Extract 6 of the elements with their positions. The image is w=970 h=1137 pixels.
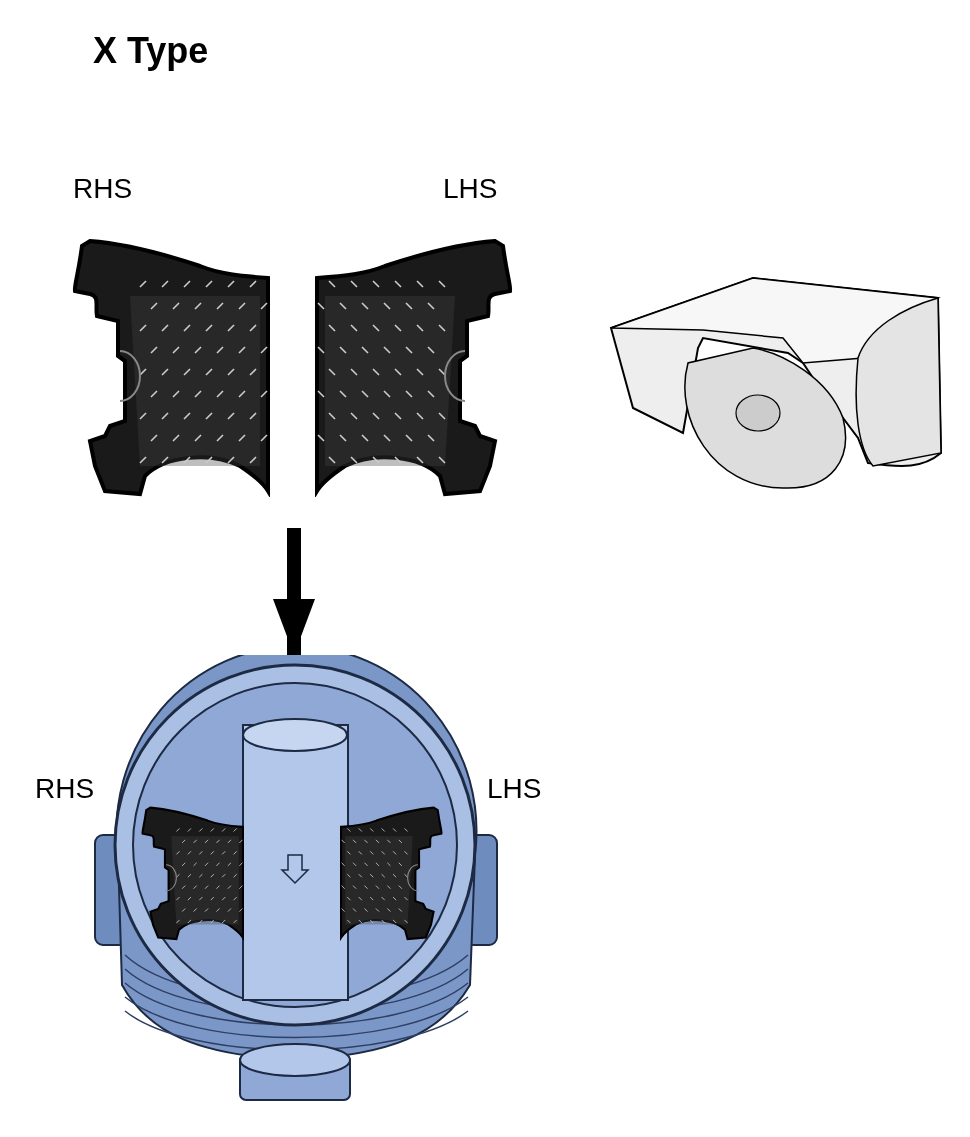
part-label: LHS bbox=[443, 173, 498, 205]
side-label: LHS bbox=[487, 773, 542, 805]
part-label: RHS bbox=[73, 173, 133, 205]
title: X Type bbox=[93, 30, 209, 72]
side-label: RHS bbox=[35, 773, 95, 805]
arrow bbox=[273, 528, 315, 655]
